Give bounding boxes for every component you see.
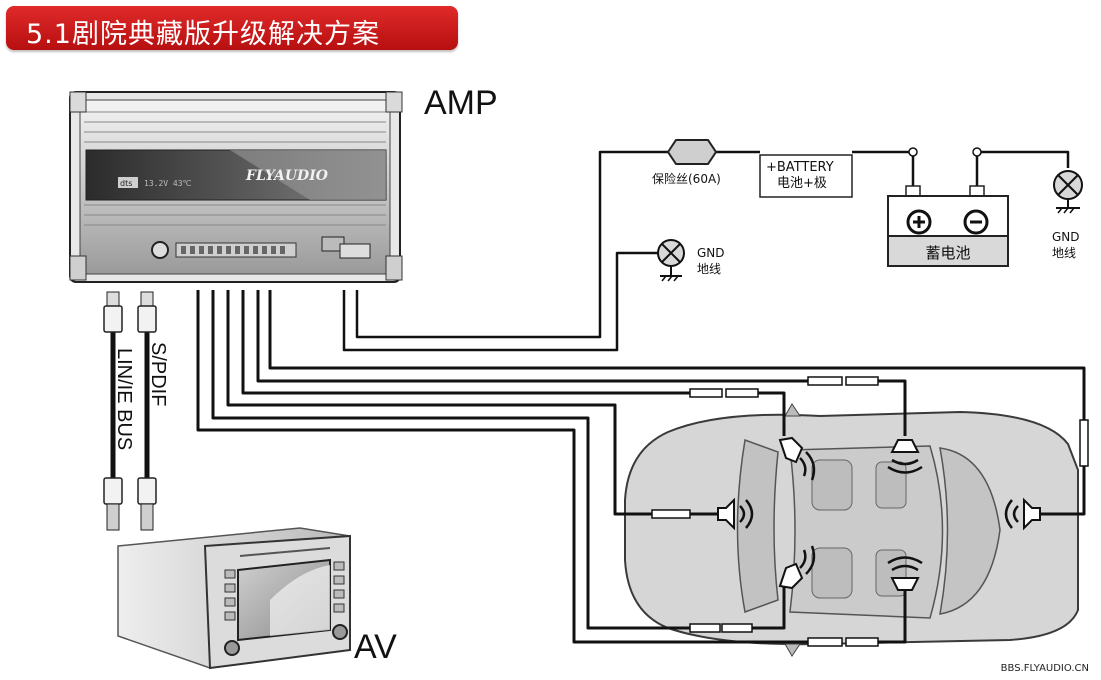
battery-plus-box bbox=[759, 154, 853, 198]
gnd-left-label-cn: 地线 bbox=[697, 262, 722, 276]
power-wires bbox=[342, 150, 1070, 352]
speaker-icon-subwoofer-rear bbox=[1004, 497, 1041, 531]
page-title: 5.1剧院典藏版升级解决方案 bbox=[26, 19, 380, 50]
battery-plus-label-en: +BATTERY bbox=[766, 160, 834, 175]
ground-lamp-icon-right bbox=[1053, 170, 1083, 214]
amp-brand-logo: FLYAUDIO bbox=[245, 168, 329, 184]
fuse-60a bbox=[666, 139, 718, 165]
battery-plus-terminal-icon bbox=[906, 209, 932, 235]
speaker-wire-connectors bbox=[651, 376, 1089, 647]
speaker-icon-front-left bbox=[778, 436, 816, 481]
av-head-unit bbox=[117, 527, 351, 670]
gnd-left-label-en: GND bbox=[697, 246, 725, 260]
battery-label: 蓄电池 bbox=[925, 244, 970, 262]
fuse-label: 保险丝(60A) bbox=[652, 172, 721, 186]
amp-connector-pins bbox=[181, 246, 285, 254]
amplifier bbox=[69, 91, 403, 283]
speaker-wires bbox=[196, 290, 1086, 644]
footer-site: BBS.FLYAUDIO.CN bbox=[1000, 663, 1089, 674]
battery-plus-label-cn: 电池+极 bbox=[777, 176, 827, 191]
amp-display-badge: dts bbox=[120, 179, 132, 188]
spdif-cable bbox=[137, 291, 157, 531]
battery bbox=[887, 185, 1009, 267]
spdif-label: S/PDIF bbox=[147, 342, 169, 406]
power-wire-pads bbox=[908, 147, 982, 157]
speaker-icon-rear-center-bottom bbox=[887, 556, 923, 591]
av-label: AV bbox=[354, 628, 397, 666]
battery-minus-terminal-icon bbox=[963, 209, 989, 235]
gnd-right-label-en: GND bbox=[1052, 230, 1080, 244]
title-banner: 5.1剧院典藏版升级解决方案 bbox=[6, 6, 458, 50]
amp-label: AMP bbox=[424, 84, 498, 122]
car-outline bbox=[624, 403, 1079, 657]
lin-bus-cable bbox=[103, 291, 123, 531]
gnd-right-label-cn: 地线 bbox=[1052, 246, 1077, 260]
speaker-icon-rear-center-top bbox=[887, 439, 923, 474]
amp-display-readout: 13.2V 43℃ bbox=[144, 179, 192, 188]
lin-bus-label: LIN/IE BUS bbox=[113, 348, 135, 450]
speaker-icon-front-right bbox=[778, 545, 816, 590]
ground-lamp-icon-left bbox=[657, 239, 685, 282]
speaker-icon-center bbox=[717, 497, 754, 531]
